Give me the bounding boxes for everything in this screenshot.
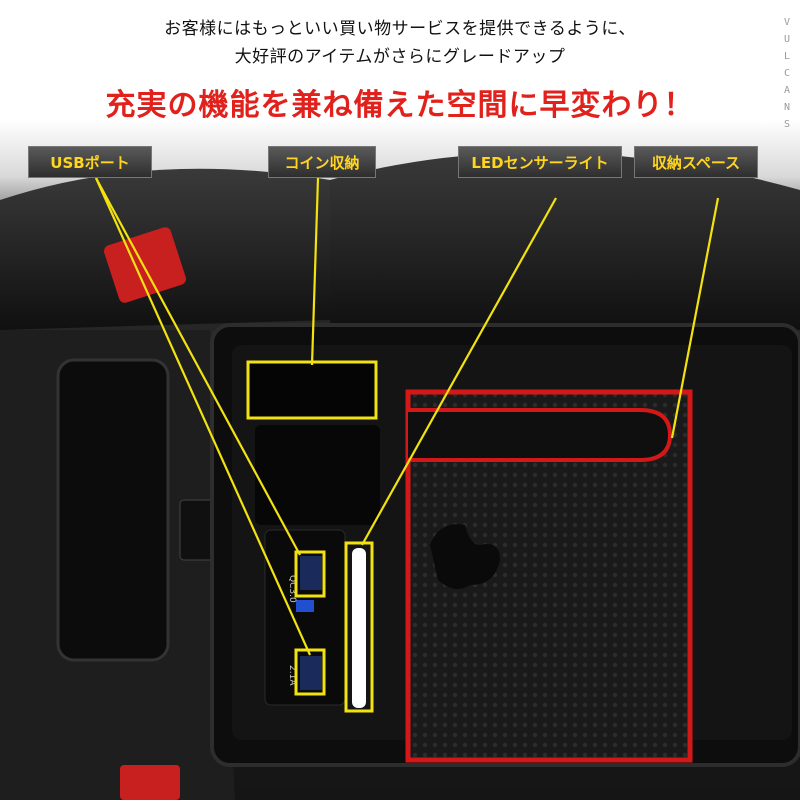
usb-line-1	[95, 177, 301, 556]
brand-letter: A	[783, 85, 791, 96]
led-line	[361, 197, 557, 546]
storage-space-label: 収納スペース	[634, 146, 758, 178]
brand-letter: V	[783, 17, 791, 28]
brand-letter: C	[783, 68, 791, 79]
coin-storage-label: コイン収納	[268, 146, 376, 178]
brand-letter: U	[783, 34, 791, 45]
intro-line-2: 大好評のアイテムがさらにグレードアップ	[234, 47, 566, 67]
intro-line-1: お客様にはもっといい買い物サービスを提供できるように、	[164, 19, 636, 39]
coin-line	[310, 177, 320, 366]
brand-letter: L	[783, 51, 791, 62]
seat-right	[330, 152, 800, 330]
usb-line-2	[94, 177, 312, 656]
usb-housing	[255, 425, 380, 525]
usb-port-qc	[300, 556, 322, 590]
usb-indicator	[296, 600, 314, 612]
led-strip	[352, 548, 366, 708]
lower-buckle	[120, 765, 180, 800]
callout-lines	[94, 177, 720, 656]
mat-slot	[408, 408, 673, 462]
usb-port-label: USBポート	[28, 146, 152, 178]
amp-label: 2.1A	[287, 665, 297, 686]
storage-line	[670, 197, 720, 439]
usb-highlight-box-2	[294, 648, 326, 696]
catchphrase: 充実の機能を兼ね備えた空間に早変わり！	[105, 88, 695, 123]
mat-cutout	[430, 524, 500, 589]
coin-slot	[248, 362, 378, 418]
seatbelt-buckle	[104, 227, 186, 303]
qc-label: QC3.0	[287, 575, 297, 603]
led-light-label: LEDセンサーライト	[458, 146, 622, 178]
led-highlight-box	[344, 541, 374, 713]
brand-letter: S	[783, 119, 791, 130]
usb-highlight-box-1	[294, 550, 326, 598]
brand-letter: N	[783, 102, 791, 113]
storage-mat	[405, 389, 693, 763]
cup-holder	[56, 358, 170, 662]
usb-port-2a	[300, 656, 322, 690]
